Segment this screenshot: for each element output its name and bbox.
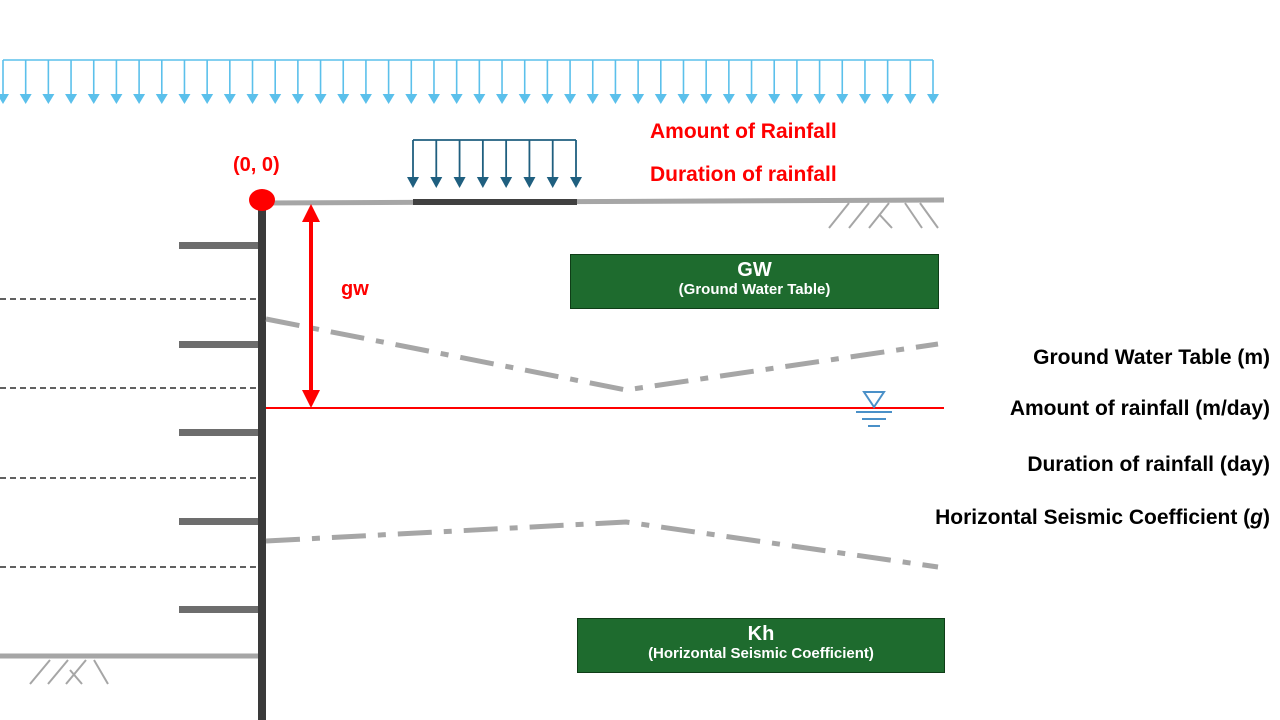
arrow-head bbox=[500, 177, 513, 188]
arrow-head bbox=[314, 94, 327, 104]
gw-depth-arrow bbox=[302, 204, 320, 408]
arrow-head bbox=[518, 94, 531, 104]
arrow-head bbox=[201, 94, 214, 104]
groundwater-profile-line bbox=[265, 316, 939, 393]
arrow-head bbox=[42, 94, 55, 104]
arrow-head bbox=[223, 94, 236, 104]
arrow-head bbox=[110, 94, 123, 104]
arrow-head bbox=[405, 94, 418, 104]
arrow-head bbox=[858, 94, 871, 104]
arrow-head bbox=[564, 94, 577, 104]
arrow-head bbox=[586, 94, 599, 104]
rainfall-arrows bbox=[0, 59, 939, 104]
arrow-head bbox=[546, 177, 559, 188]
arrow-head bbox=[523, 177, 536, 188]
arrow-head bbox=[904, 94, 917, 104]
arrow-head bbox=[632, 94, 645, 104]
gw-box-subtitle: (Ground Water Table) bbox=[678, 281, 831, 298]
arrow-head bbox=[700, 94, 713, 104]
arrow-head bbox=[677, 94, 690, 104]
gw-box: GW (Ground Water Table) bbox=[570, 254, 939, 309]
arrow-head bbox=[407, 177, 419, 188]
arrow-head bbox=[609, 94, 622, 104]
struts bbox=[179, 242, 261, 613]
arrow-head bbox=[430, 177, 443, 188]
arrow-head bbox=[836, 94, 849, 104]
excavation-stage-lines bbox=[0, 298, 260, 568]
arrow-head bbox=[65, 94, 78, 104]
ground-surface bbox=[261, 197, 945, 206]
kh-box-title: Kh bbox=[747, 623, 775, 645]
arrow-head bbox=[476, 177, 489, 188]
arrow-head bbox=[450, 94, 463, 104]
arrow-head bbox=[269, 94, 282, 104]
arrow-head bbox=[133, 94, 146, 104]
arrow-head bbox=[359, 94, 372, 104]
arrow-head bbox=[722, 94, 735, 104]
arrow-head bbox=[155, 94, 168, 104]
arrow-head bbox=[768, 94, 781, 104]
arrow-head bbox=[427, 94, 440, 104]
arrow-head bbox=[337, 94, 350, 104]
param-seismic-unit: g bbox=[1250, 506, 1263, 529]
retaining-wall bbox=[258, 200, 266, 720]
gw-box-title: GW bbox=[737, 259, 772, 281]
arrow-head bbox=[178, 94, 191, 104]
kh-box: Kh (Horizontal Seismic Coefficient) bbox=[577, 618, 945, 673]
arrow-head bbox=[87, 94, 100, 104]
kh-box-subtitle: (Horizontal Seismic Coefficient) bbox=[648, 645, 874, 662]
arrow-head bbox=[382, 94, 395, 104]
param-ground-water-table: Ground Water Table (m) bbox=[1033, 346, 1270, 369]
surface-load-arrows bbox=[407, 139, 582, 188]
arrow-head bbox=[246, 94, 259, 104]
ground-hatch-left bbox=[29, 659, 109, 685]
origin-label: (0, 0) bbox=[233, 154, 280, 176]
arrow-head bbox=[291, 94, 304, 104]
seismic-profile-line bbox=[265, 519, 939, 570]
arrow-head bbox=[927, 94, 939, 104]
amount-of-rainfall-label: Amount of Rainfall bbox=[650, 120, 837, 143]
arrow-head bbox=[541, 94, 554, 104]
arrow-head bbox=[745, 94, 758, 104]
gw-depth-label: gw bbox=[341, 278, 369, 300]
arrow-head bbox=[813, 94, 826, 104]
param-horizontal-seismic-coefficient: Horizontal Seismic Coefficient (g) bbox=[935, 506, 1270, 530]
param-seismic-label: Horizontal Seismic Coefficient ( bbox=[935, 506, 1251, 529]
arrow-head bbox=[881, 94, 894, 104]
param-duration-of-rainfall: Duration of rainfall (day) bbox=[1027, 453, 1270, 476]
param-amount-of-rainfall: Amount of rainfall (m/day) bbox=[1009, 397, 1270, 420]
arrow-head bbox=[654, 94, 667, 104]
arrow-head bbox=[570, 177, 582, 188]
arrow-head bbox=[0, 94, 9, 104]
arrow-head bbox=[790, 94, 803, 104]
arrow-head bbox=[496, 94, 509, 104]
ground-hatch-right bbox=[828, 202, 939, 229]
origin-marker bbox=[249, 189, 275, 211]
arrow-head bbox=[19, 94, 32, 104]
param-seismic-suffix: ) bbox=[1263, 506, 1270, 529]
duration-of-rainfall-label: Duration of rainfall bbox=[650, 163, 837, 186]
water-table-symbol-icon bbox=[856, 391, 892, 427]
arrow-head bbox=[453, 177, 466, 188]
arrow-head bbox=[473, 94, 486, 104]
